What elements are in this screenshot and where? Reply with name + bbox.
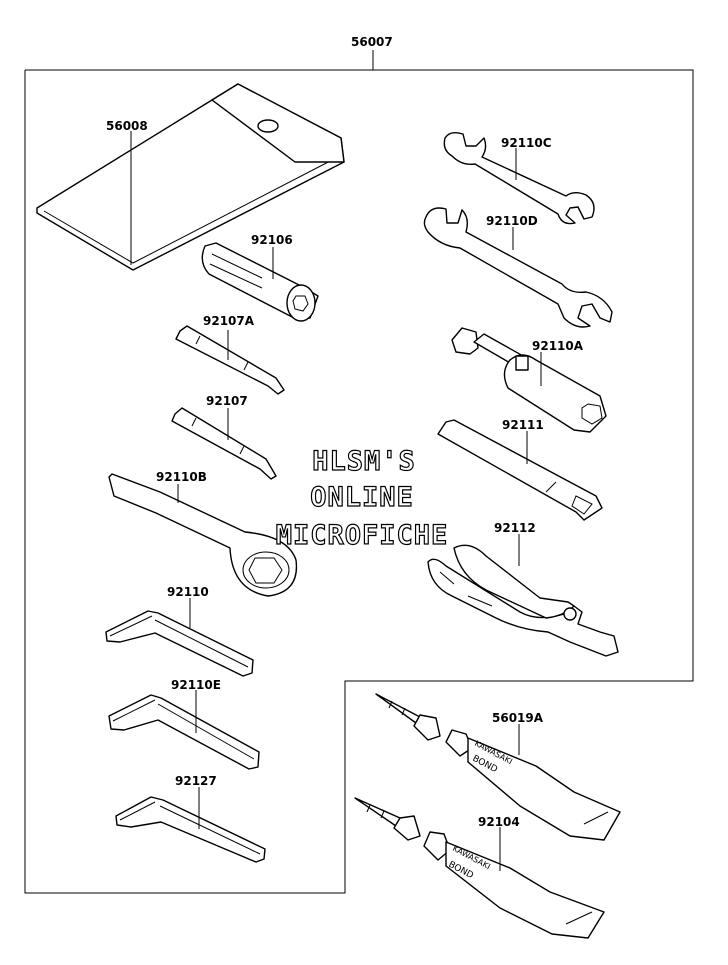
tool-bag-56008: 56008 xyxy=(36,83,345,271)
open-end-wrench-92110C: 92110C xyxy=(443,131,595,225)
screwdriver-bit-92107A: 92107A xyxy=(175,314,285,395)
label-92111: 92111 xyxy=(502,418,544,432)
spark-plug-wrench-92110A: 92110A xyxy=(451,327,607,433)
open-end-wrench-92110D: 92110D xyxy=(423,207,613,328)
box-wrench-92110B: 92110B xyxy=(108,470,298,597)
label-92110B: 92110B xyxy=(156,470,207,484)
kit-frame: 56007 xyxy=(24,35,694,894)
bond-tube-92104: KAWASAKI BOND 92104 xyxy=(354,797,605,939)
label-56019A: 56019A xyxy=(492,711,544,725)
label-92110D: 92110D xyxy=(486,214,538,228)
watermark-line-3: MICROFICHE xyxy=(276,520,449,551)
label-92110C: 92110C xyxy=(501,136,552,150)
label-92106: 92106 xyxy=(251,233,293,247)
hex-key-92110E: 92110E xyxy=(108,678,260,770)
watermark-line-2: ONLINE xyxy=(310,482,414,513)
label-92110: 92110 xyxy=(167,585,209,599)
screwdriver-bit-92107: 92107 xyxy=(171,394,277,480)
label-92107: 92107 xyxy=(206,394,248,408)
label-56007: 56007 xyxy=(351,35,393,49)
hex-key-92127: 92127 xyxy=(115,774,266,863)
label-92107A: 92107A xyxy=(203,314,255,328)
label-92110E: 92110E xyxy=(171,678,221,692)
label-92110A: 92110A xyxy=(532,339,584,353)
label-92104: 92104 xyxy=(478,815,520,829)
extension-bar-92111: 92111 xyxy=(437,418,603,521)
hex-key-92110: 92110 xyxy=(105,585,254,677)
socket-92106: 92106 xyxy=(201,233,319,322)
watermark: HLSM'S ONLINE MICROFICHE xyxy=(275,445,449,551)
pliers-92112: 92112 xyxy=(427,521,619,657)
label-92127: 92127 xyxy=(175,774,217,788)
watermark-line-1: HLSM'S xyxy=(312,446,416,477)
label-56008: 56008 xyxy=(106,119,148,133)
label-92112: 92112 xyxy=(494,521,536,535)
